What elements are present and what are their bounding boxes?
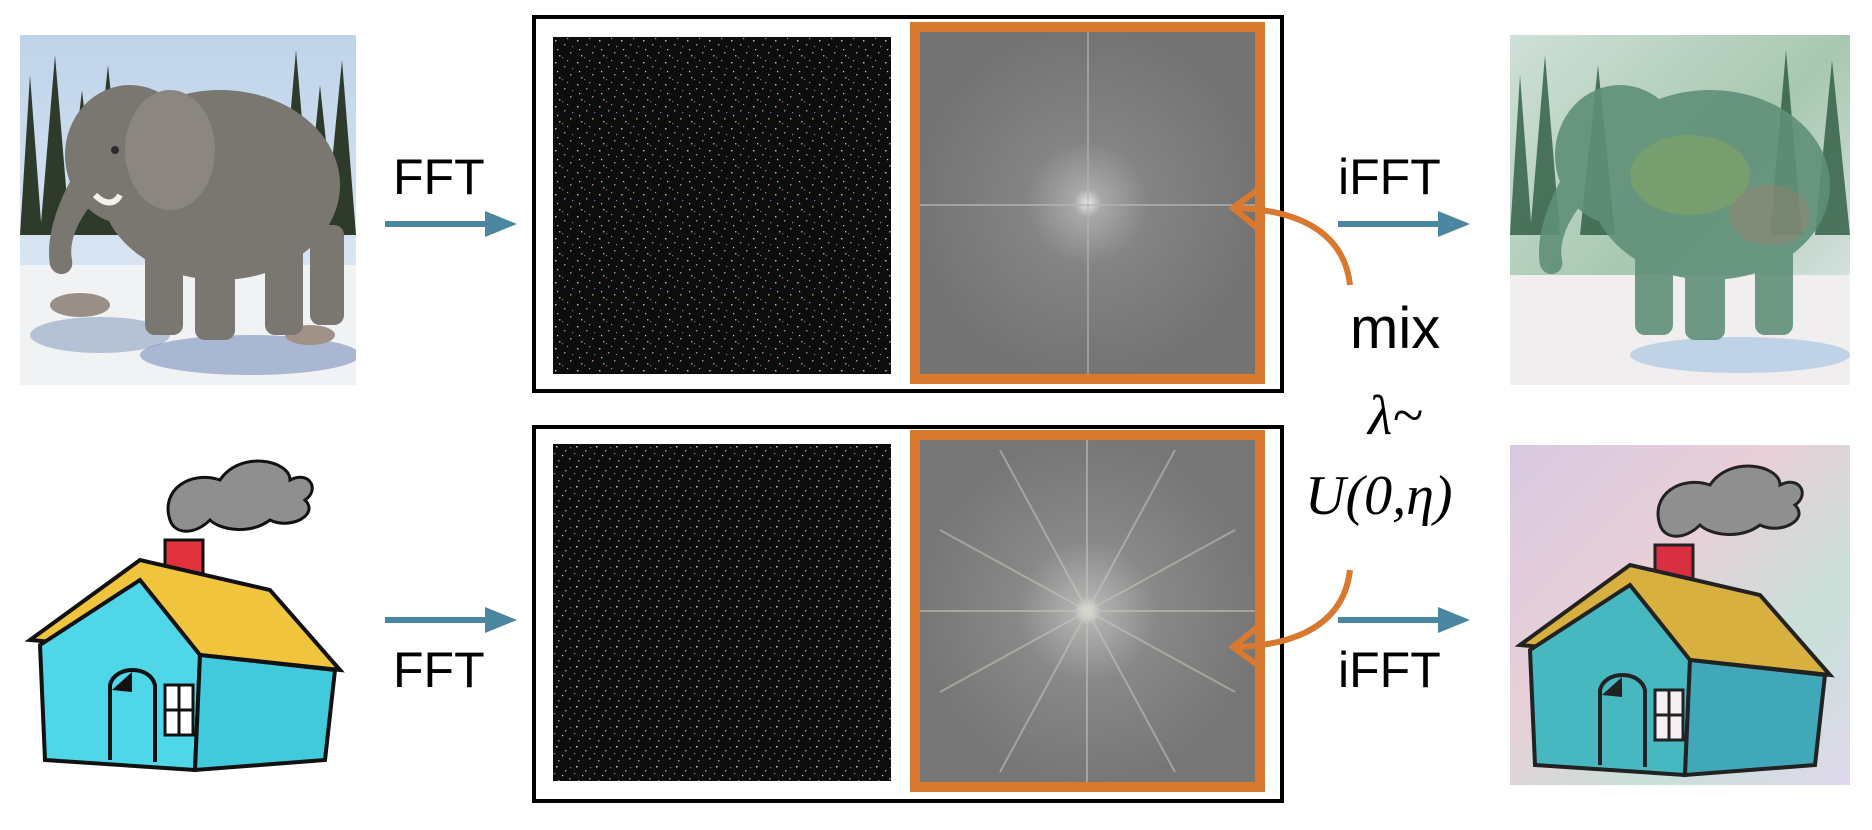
mix-arrow-top-icon [1215, 180, 1365, 295]
lambda-symbol: λ~ [1368, 385, 1423, 447]
mixed-house [1510, 445, 1850, 785]
phase-spectrum-top [553, 37, 891, 374]
arrow-right-icon [385, 605, 520, 635]
house-image-icon [20, 440, 360, 780]
mixed-elephant [1510, 35, 1850, 385]
mix-arrow-bottom-icon [1215, 560, 1365, 675]
uniform-distribution: U(0,η) [1305, 465, 1453, 527]
arrow-right-icon [385, 209, 520, 239]
mix-label: mix [1350, 296, 1441, 361]
ifft-label-top: iFFT [1338, 149, 1441, 205]
phase-spectrum-bottom [553, 444, 891, 781]
spectrum-image-icon [910, 22, 1265, 384]
uniform-label: U(0,η) [1305, 468, 1453, 524]
amplitude-spectrum-bottom [910, 430, 1265, 792]
house-image-icon [1510, 445, 1850, 785]
arrow-right-icon [1338, 209, 1473, 239]
amplitude-spectrum-top [910, 22, 1265, 384]
spectrum-image-icon [910, 430, 1265, 792]
noise-image-icon [553, 37, 891, 374]
lambda-label: λ~ [1368, 388, 1423, 444]
elephant-image-icon [20, 35, 356, 385]
elephant-image-icon [1510, 35, 1850, 385]
noise-image-icon [553, 444, 891, 781]
arrow-right-icon [1338, 605, 1473, 635]
fft-label-bottom: FFT [393, 642, 485, 698]
house-sketch [20, 440, 360, 780]
ifft-label-bottom: iFFT [1338, 642, 1441, 698]
fft-label-top: FFT [393, 149, 485, 205]
elephant-photo [20, 35, 356, 385]
